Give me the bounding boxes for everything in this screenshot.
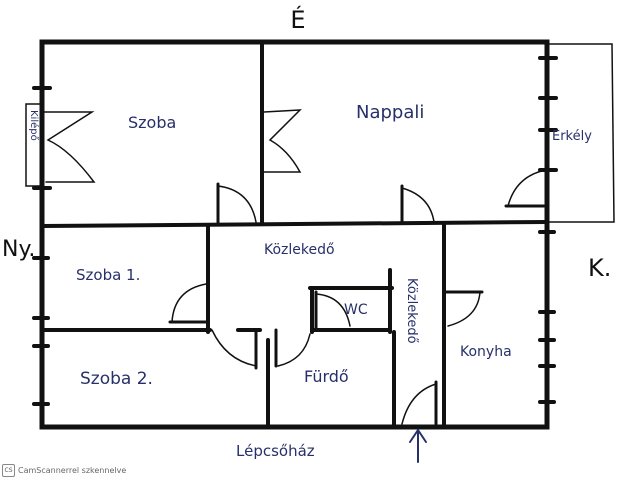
door-arc <box>447 291 481 327</box>
room-label-kozlekedo: Közlekedő <box>264 242 335 258</box>
room-label-konyha: Konyha <box>460 344 512 360</box>
door-arc <box>315 293 351 327</box>
room-label-furdo: Fürdő <box>304 367 349 386</box>
door-arc <box>211 329 257 367</box>
entrance-arrow-head <box>409 428 427 443</box>
door-arc <box>401 187 435 223</box>
room-label-wc: WC <box>344 302 368 318</box>
room-label-szoba1: Szoba 1. <box>76 266 140 284</box>
room-label-szoba: Szoba <box>128 113 176 132</box>
balcony-outline <box>546 43 615 223</box>
outer-wall <box>39 39 550 430</box>
kilepo-box <box>25 103 43 187</box>
room-label-erkely: Erkély <box>552 129 592 144</box>
door-arc <box>507 169 547 207</box>
room-label-kozlekedo-vertical: Közlekedő <box>404 278 419 344</box>
room-label-nappali: Nappali <box>356 102 424 123</box>
door-arc <box>217 185 257 223</box>
window-sash <box>43 111 96 183</box>
door-arc <box>171 283 207 323</box>
camscanner-logo-icon: CS <box>2 464 15 477</box>
room-label-lepcsohaz: Lépcsőház <box>236 442 315 460</box>
room-label-kilepo: Kilépő <box>28 110 40 141</box>
compass-west: Ny. <box>2 237 35 262</box>
wall-top-rooms-bottom <box>40 220 549 228</box>
compass-north: É <box>290 5 305 34</box>
door-arc <box>401 383 437 425</box>
room-label-szoba2: Szoba 2. <box>80 369 153 389</box>
door-arc <box>277 333 311 367</box>
scanner-watermark: CS CamScannerrel szkennelve <box>2 464 126 477</box>
compass-east: K. <box>588 254 611 282</box>
window-sash <box>263 109 302 173</box>
watermark-text: CamScannerrel szkennelve <box>18 466 127 475</box>
